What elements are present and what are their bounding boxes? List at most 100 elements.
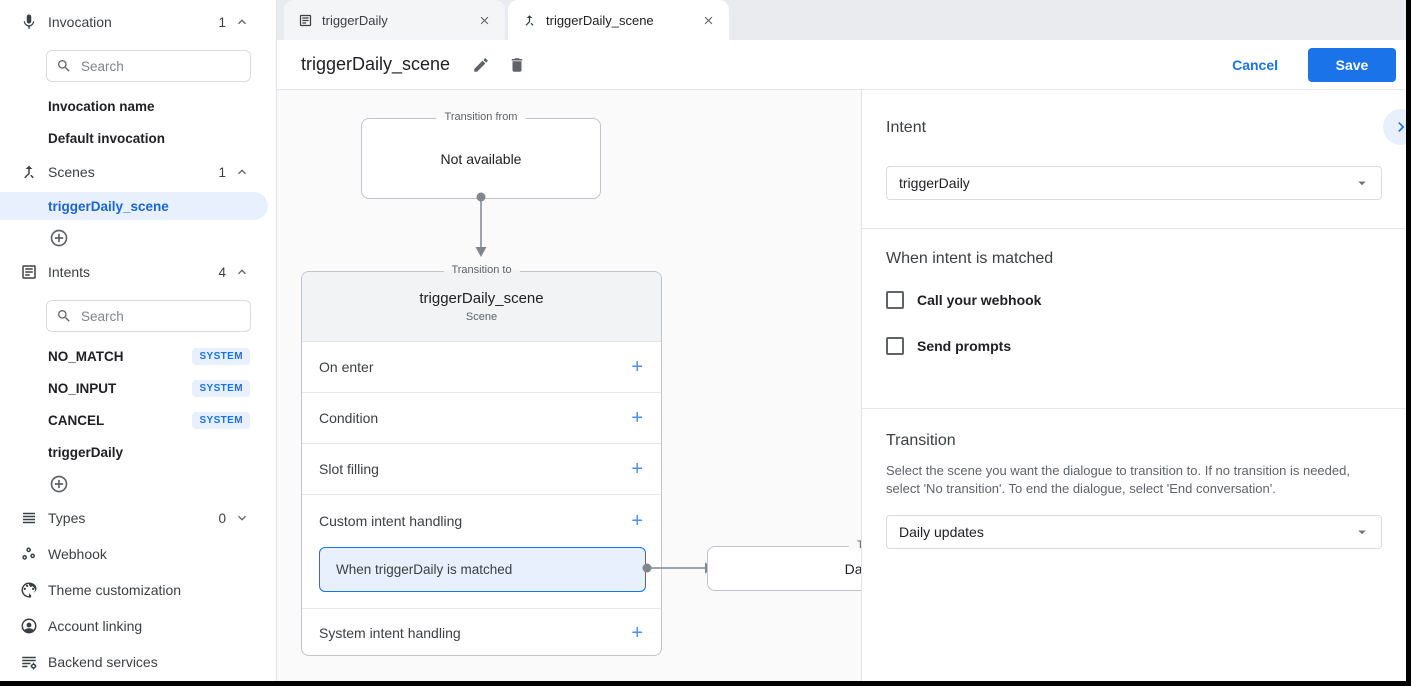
transition-next-box[interactable]: Transition to Daily updates bbox=[707, 539, 861, 591]
when-matched-section: When intent is matched Call your webhook… bbox=[862, 229, 1406, 409]
sidebar-item-triggerdaily-intent[interactable]: triggerDaily bbox=[0, 436, 276, 468]
transition-heading: Transition bbox=[886, 432, 956, 449]
system-badge: SYSTEM bbox=[192, 411, 250, 429]
chevron-down-icon[interactable] bbox=[234, 510, 250, 526]
chevron-up-icon[interactable] bbox=[234, 264, 250, 280]
intent-detail-panel: Intent triggerDaily When intent is match… bbox=[861, 90, 1411, 681]
call-webhook-checkbox[interactable] bbox=[886, 291, 904, 309]
chevron-up-icon[interactable] bbox=[234, 164, 250, 180]
intents-article-icon bbox=[22, 265, 36, 279]
section-count: 0 bbox=[218, 510, 226, 526]
section-label: Intents bbox=[48, 264, 91, 280]
item-label: Theme customization bbox=[48, 582, 182, 598]
transition-description: Select the scene you want the dialogue t… bbox=[886, 463, 1350, 496]
section-label: Invocation bbox=[48, 14, 112, 30]
sidebar-item-invocation-name[interactable]: Invocation name bbox=[0, 90, 276, 122]
item-label: CANCEL bbox=[48, 412, 105, 428]
row-on-enter[interactable]: On enter + bbox=[302, 342, 661, 393]
sidebar-item-theme-customization[interactable]: Theme customization bbox=[0, 572, 276, 608]
item-label: Account linking bbox=[48, 618, 143, 634]
scene-card: Transition to triggerDaily_scene Scene O… bbox=[301, 264, 662, 657]
sidebar-item-default-invocation[interactable]: Default invocation bbox=[0, 122, 276, 154]
add-circle-icon bbox=[50, 475, 68, 493]
save-button[interactable]: Save bbox=[1308, 47, 1396, 82]
intent-dropdown[interactable]: triggerDaily bbox=[886, 166, 1382, 200]
invocation-search-input[interactable] bbox=[46, 50, 251, 82]
call-webhook-option[interactable]: Call your webhook bbox=[886, 291, 1382, 309]
intents-search bbox=[46, 300, 251, 332]
close-icon[interactable] bbox=[478, 14, 491, 27]
close-icon[interactable] bbox=[702, 14, 715, 27]
row-system-intent-handling[interactable]: System intent handling + bbox=[302, 609, 661, 657]
transition-section: Transition Select the scene you want the… bbox=[862, 409, 1406, 549]
webhook-icon bbox=[22, 547, 35, 560]
item-label: Backend services bbox=[48, 654, 158, 670]
checkbox-label: Send prompts bbox=[917, 338, 1012, 354]
screen-edge-bottom bbox=[0, 681, 1411, 686]
row-label: On enter bbox=[319, 359, 374, 375]
tab-triggerdaily[interactable]: triggerDaily bbox=[284, 0, 505, 40]
row-slot-filling[interactable]: Slot filling + bbox=[302, 444, 661, 495]
dropdown-caret-icon bbox=[1358, 530, 1366, 535]
chevron-right-icon bbox=[1398, 122, 1405, 132]
edit-pencil-icon[interactable] bbox=[472, 56, 490, 74]
sidebar-item-cancel-intent[interactable]: CANCEL SYSTEM bbox=[0, 404, 276, 436]
page-title: triggerDaily_scene bbox=[301, 54, 451, 74]
transition-dropdown-value: Daily updates bbox=[899, 524, 984, 540]
add-on-enter-button[interactable]: + bbox=[631, 356, 643, 378]
scene-graph-canvas[interactable]: Transition from Not available Transition… bbox=[277, 90, 861, 681]
sidebar-item-webhook[interactable]: Webhook bbox=[0, 536, 276, 572]
add-scene-button[interactable] bbox=[0, 222, 276, 254]
item-label: Webhook bbox=[48, 546, 107, 562]
system-badge: SYSTEM bbox=[192, 347, 250, 365]
transition-dropdown[interactable]: Daily updates bbox=[886, 515, 1382, 549]
section-count: 1 bbox=[218, 164, 226, 180]
system-badge: SYSTEM bbox=[192, 379, 250, 397]
row-label: Custom intent handling bbox=[319, 512, 463, 529]
transition-next-legend: Transition to bbox=[848, 539, 861, 551]
sidebar-section-types[interactable]: Types 0 bbox=[0, 502, 276, 534]
item-label: NO_INPUT bbox=[48, 380, 117, 396]
sidebar-item-backend-services[interactable]: Backend services bbox=[0, 644, 276, 680]
cancel-button[interactable]: Cancel bbox=[1232, 56, 1278, 73]
add-slot-filling-button[interactable]: + bbox=[631, 458, 643, 480]
item-label: Invocation name bbox=[48, 98, 155, 114]
sidebar-section-intents[interactable]: Intents 4 bbox=[0, 256, 276, 288]
section-label: Scenes bbox=[48, 164, 95, 180]
transition-next-text: Daily updates bbox=[844, 560, 861, 577]
section-label: Types bbox=[48, 510, 86, 526]
scene-card-subtitle: Scene bbox=[465, 311, 498, 323]
tab-bar: triggerDaily triggerDaily_scene bbox=[277, 0, 1406, 40]
palette-icon bbox=[21, 582, 37, 598]
backend-services-icon bbox=[22, 656, 37, 670]
sidebar-item-no-match[interactable]: NO_MATCH SYSTEM bbox=[0, 340, 276, 372]
chevron-up-icon[interactable] bbox=[234, 14, 250, 30]
screen-edge-right bbox=[1406, 0, 1411, 686]
tab-triggerdaily-scene[interactable]: triggerDaily_scene bbox=[508, 0, 729, 40]
intents-search-input[interactable] bbox=[46, 300, 251, 332]
add-circle-icon bbox=[50, 229, 68, 247]
row-condition[interactable]: Condition + bbox=[302, 393, 661, 444]
types-lines-icon bbox=[23, 512, 35, 524]
sidebar-item-no-input[interactable]: NO_INPUT SYSTEM bbox=[0, 372, 276, 404]
sidebar-section-scenes[interactable]: Scenes 1 bbox=[0, 156, 276, 188]
search-icon bbox=[58, 60, 70, 72]
sidebar-section-invocation[interactable]: Invocation 1 bbox=[0, 6, 276, 38]
transition-from-legend: Transition from bbox=[436, 111, 526, 123]
sidebar-item-triggerdaily-scene[interactable]: triggerDaily_scene bbox=[0, 192, 268, 220]
section-count: 1 bbox=[218, 14, 226, 30]
add-intent-button[interactable] bbox=[0, 468, 276, 500]
account-circle-icon bbox=[21, 618, 37, 634]
intent-node-triggerdaily-matched[interactable]: When triggerDaily is matched bbox=[319, 547, 646, 592]
intent-dropdown-value: triggerDaily bbox=[899, 175, 970, 191]
add-condition-button[interactable]: + bbox=[631, 407, 643, 429]
add-custom-intent-button[interactable]: + bbox=[631, 509, 643, 532]
sidebar-item-account-linking[interactable]: Account linking bbox=[0, 608, 276, 644]
send-prompts-checkbox[interactable] bbox=[886, 337, 904, 355]
add-system-intent-button[interactable]: + bbox=[631, 622, 643, 644]
transition-from-box: Transition from Not available bbox=[361, 111, 601, 199]
delete-trash-icon[interactable] bbox=[508, 56, 526, 74]
send-prompts-option[interactable]: Send prompts bbox=[886, 337, 1382, 355]
tab-label: triggerDaily bbox=[322, 12, 388, 28]
custom-intent-head[interactable]: Custom intent handling + bbox=[302, 495, 661, 546]
